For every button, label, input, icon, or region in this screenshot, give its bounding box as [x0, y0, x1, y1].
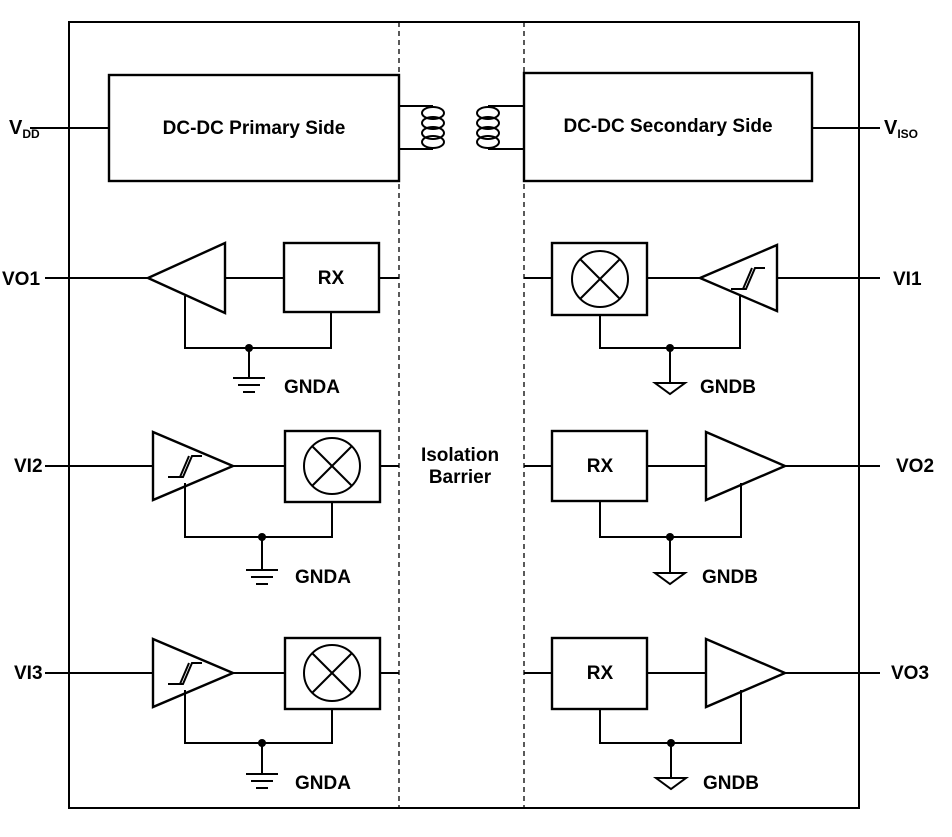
- gndb-label-1: GNDB: [700, 377, 756, 398]
- ground-b-icon-2: [651, 572, 689, 586]
- output-buffer-3: [704, 637, 789, 709]
- pin-vi1: VI1: [893, 269, 922, 290]
- channel-1-secondary: VI1 GNDB: [524, 241, 922, 398]
- channel-1-primary: VO1 RX GNDA: [2, 241, 399, 398]
- output-buffer-1: [145, 241, 227, 315]
- schmitt-input-buffer-1: [696, 243, 779, 313]
- channel-3-primary: VI3 GNDA: [14, 636, 399, 794]
- gndb-label-3: GNDB: [703, 773, 759, 794]
- ground-a-icon-2: [246, 569, 278, 585]
- gnda-label-2: GNDA: [295, 567, 351, 588]
- rx-block-2: [550, 429, 649, 503]
- modulator-icon-3: [303, 644, 361, 702]
- ground-b-icon-3: [652, 777, 690, 791]
- dcdc-primary-label: DC-DC Primary Side: [163, 118, 346, 139]
- pin-vo3: VO3: [891, 663, 929, 684]
- rx-label-1: RX: [318, 268, 345, 289]
- modulator-icon-1: [571, 250, 629, 308]
- pin-vi3: VI3: [14, 663, 43, 684]
- pin-vo1: VO1: [2, 269, 40, 290]
- dcdc-secondary-label: DC-DC Secondary Side: [563, 116, 772, 137]
- isolation-barrier-label-line2: Barrier: [429, 467, 492, 488]
- rx-label-3: RX: [587, 663, 614, 684]
- transformer-icon: [399, 105, 524, 150]
- ground-b-icon-1: [651, 382, 689, 396]
- pin-vo2: VO2: [896, 456, 934, 477]
- gndb-label-2: GNDB: [702, 567, 758, 588]
- hysteresis-icon-2: [168, 455, 202, 478]
- pin-viso: VISO: [884, 117, 918, 141]
- rx-label-2: RX: [587, 456, 614, 477]
- package-outline: [68, 21, 860, 809]
- output-buffer-2: [704, 430, 789, 502]
- dcdc-row: VDD DC-DC Primary Side DC-DC Secondary S…: [9, 71, 918, 183]
- channel-3-secondary: RX VO3 GNDB: [524, 636, 929, 794]
- channel-2-primary: VI2 GNDA: [14, 429, 399, 588]
- rx-block-3: [550, 636, 649, 711]
- pin-vi2: VI2: [14, 456, 43, 477]
- hysteresis-icon-1: [731, 267, 765, 290]
- isolation-barrier-label-line1: Isolation: [421, 445, 499, 466]
- schmitt-input-buffer-3: [151, 637, 237, 709]
- pin-vdd: VDD: [9, 117, 40, 141]
- gnda-label-3: GNDA: [295, 773, 351, 794]
- ground-a-icon-3: [246, 773, 278, 789]
- modulator-icon-2: [303, 437, 361, 495]
- ground-a-icon-1: [233, 377, 265, 393]
- channel-2-secondary: RX VO2 GNDB: [524, 429, 934, 588]
- dcdc-primary-block: [107, 73, 401, 183]
- schmitt-input-buffer-2: [151, 430, 237, 502]
- gnda-label-1: GNDA: [284, 377, 340, 398]
- hysteresis-icon-3: [168, 662, 202, 685]
